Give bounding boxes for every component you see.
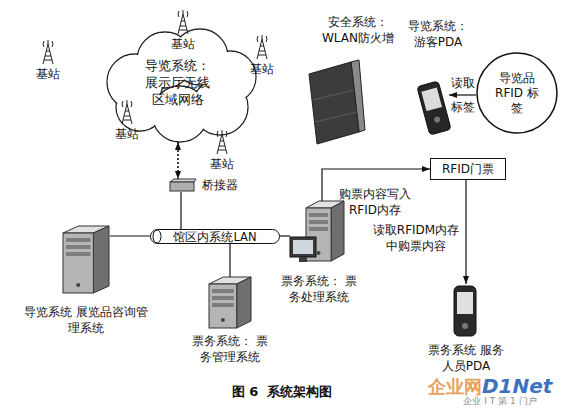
monitor-screen — [293, 240, 313, 254]
staff-pda: 票务系统 服务人员PDA — [448, 284, 482, 338]
base-station-symbol — [257, 35, 267, 59]
server-bay — [309, 220, 328, 224]
watermark: 企业 I T 第 1 门户 — [445, 396, 555, 407]
server-button — [76, 283, 80, 287]
base-station-label: 基站 — [247, 61, 277, 77]
ticket-processing-server-shape — [290, 201, 345, 265]
pda-case — [417, 81, 451, 135]
base-station-label: 基站 — [33, 66, 63, 82]
pda2-outline — [454, 286, 476, 336]
connector-label: 读取RFIDM内存 中购票内容 — [370, 222, 462, 254]
lan-processing-line — [280, 235, 290, 236]
read-tag-arrow — [449, 94, 476, 95]
watermark: D1Net — [482, 375, 548, 397]
staff-pda-shape — [448, 284, 482, 338]
bridge-device-shape — [168, 179, 196, 192]
pda-button — [433, 116, 440, 123]
pda-screen — [421, 88, 442, 111]
pda-body — [417, 81, 451, 135]
monitor-stand — [299, 257, 307, 262]
bridge-lan-line — [180, 192, 181, 229]
firewall: 安全系统： WLAN防火增 — [303, 60, 365, 145]
campus-lan: 馆区内系统LAN — [150, 229, 280, 244]
node-label: 桥接器 — [202, 177, 246, 193]
visitor-pda: 导览系统： 游客PDA — [419, 80, 449, 136]
serverpc-outline — [290, 201, 344, 262]
lan-management-line — [229, 244, 230, 277]
server-front — [63, 233, 93, 293]
bridge-front — [170, 182, 194, 191]
read-ticket-arrow — [465, 180, 466, 284]
server-button — [317, 251, 321, 255]
server-bay — [309, 227, 328, 231]
connector-label: 购票内容写入 RFID内存 — [333, 186, 417, 218]
node-label: 票务系统： 票务处理系统 — [278, 273, 360, 305]
server-bay — [212, 296, 234, 300]
pda-case — [454, 286, 476, 336]
pill-outline — [151, 230, 280, 244]
connector-label: 读取 标签 — [449, 71, 477, 119]
lan-guide-line — [110, 235, 150, 236]
firewall-shape — [303, 60, 365, 145]
bridge-device: 桥接器 — [168, 179, 196, 192]
server-side — [331, 201, 344, 261]
server-button — [221, 318, 225, 322]
rfid-ticket-box: RFID门票 — [430, 158, 506, 180]
lan-pipe — [151, 230, 280, 244]
cloud-outline — [107, 29, 256, 142]
ticket-management-server: 票务系统： 票务管理系统 — [208, 277, 252, 329]
rfid-tag-circle: 导览品 RFID 标签 — [476, 52, 558, 134]
visitor-pda-shape — [419, 80, 449, 136]
figure-caption: 图 6 系统架构图 — [182, 384, 382, 400]
cloud-lobe-fill — [117, 84, 163, 130]
node-label: 导览系统： 展示厅无线 区域网络 — [143, 57, 213, 108]
base-station-symbol — [43, 40, 53, 64]
server-bay — [66, 245, 90, 249]
server-front — [209, 284, 237, 328]
tag-circle — [477, 53, 557, 133]
base-station-symbol — [178, 10, 188, 34]
node-label: 票务系统 服务人员PDA — [426, 342, 506, 374]
pda-outline — [417, 81, 451, 135]
circle-outline — [477, 53, 557, 133]
rect-outline — [431, 159, 506, 180]
base-station-label: 基站 — [168, 36, 198, 52]
server-bay — [309, 213, 328, 217]
node-label: 导览系统： 游客PDA — [405, 18, 471, 50]
node-label: 导览系统 展览品咨询管理系统 — [20, 304, 152, 336]
watermark: 企业网 — [424, 377, 486, 397]
base-station-label: 基站 — [112, 126, 142, 142]
firewall-front — [309, 62, 359, 144]
server-bay — [66, 238, 90, 242]
guide-server: 导览系统 展览品咨询管理系统 — [62, 226, 110, 294]
server-outline — [209, 277, 251, 328]
firewall-seam — [313, 90, 357, 122]
server-side — [93, 226, 109, 293]
ticket-processing-server: 票务系统： 票务处理系统 — [290, 201, 345, 265]
ticket-border — [431, 159, 506, 180]
guide-server-shape — [62, 226, 110, 294]
bridge-outline — [170, 179, 196, 191]
node-label: 票务系统： 票务管理系统 — [190, 333, 270, 365]
node-label: 导览品 RFID 标签 — [495, 71, 539, 116]
lan-pipe-end — [153, 230, 161, 243]
server-bay — [66, 252, 90, 256]
server-outline — [63, 226, 109, 293]
server-side — [237, 277, 251, 328]
monitor-case — [290, 237, 316, 257]
pda-button — [462, 323, 468, 329]
server-bay — [212, 289, 234, 293]
firewall-outline — [309, 60, 365, 144]
base-station-label: 基站 — [207, 156, 237, 172]
ticket-management-server-shape — [208, 277, 252, 329]
pda-screen — [457, 292, 473, 314]
wireless-link — [177, 142, 179, 179]
node-label: RFID门票 — [431, 161, 505, 177]
node-label: 安全系统： WLAN防火增 — [317, 14, 399, 46]
server-bay — [212, 303, 234, 307]
node-label: 馆区内系统LAN — [152, 230, 278, 244]
